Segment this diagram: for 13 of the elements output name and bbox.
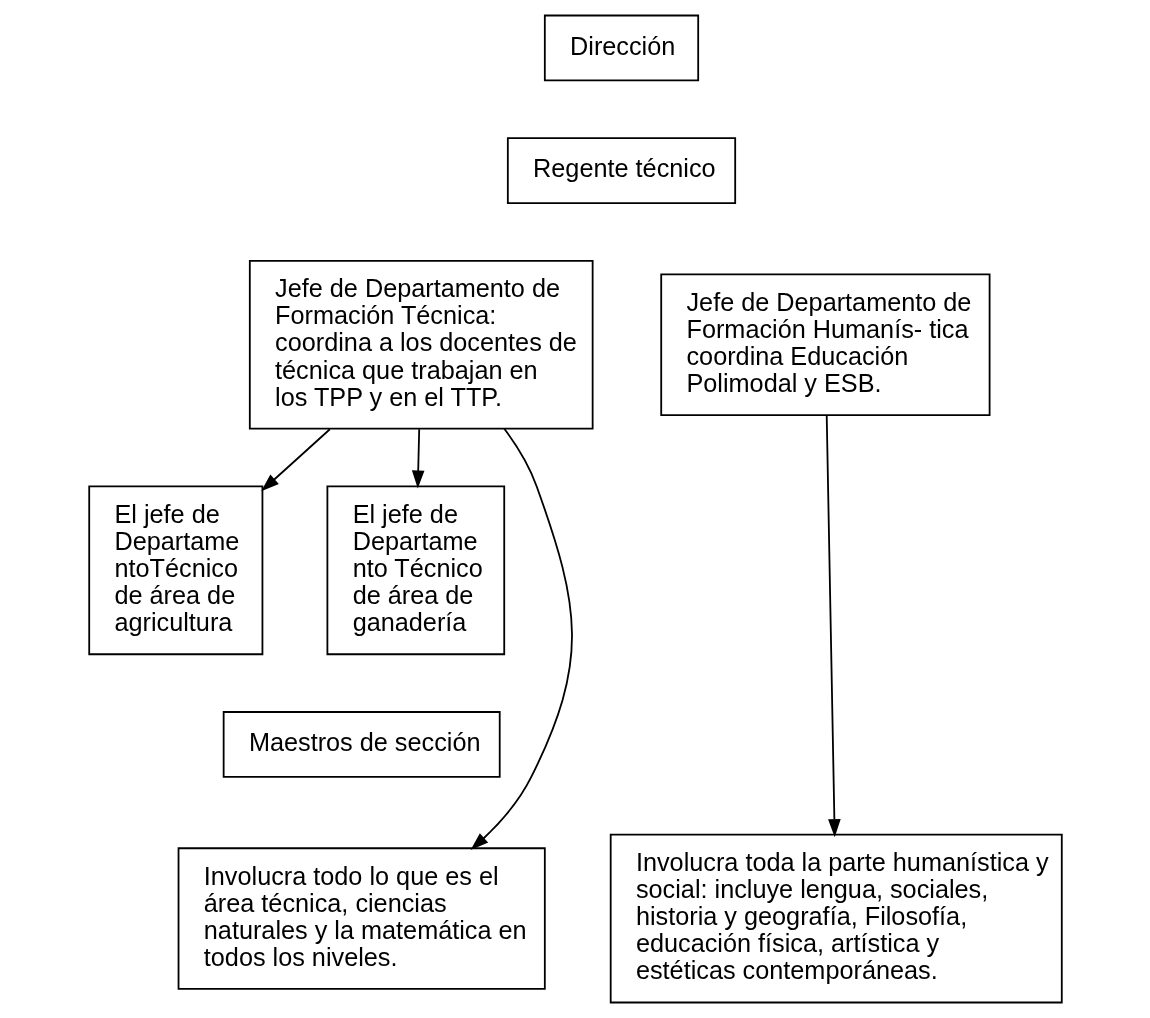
arrow [260, 428, 331, 492]
node-box: Involucra todo lo que es el área técnica, ciencias naturales y la matemática en todos los niveles. [177, 847, 546, 990]
node-box: El jefe de Departame nto Técnico de área de ganadería [326, 485, 505, 656]
node-box: Jefe de Departamento de Formación Técnica: coordina a los docentes de técnica que trabajan en los TPP y en el TTP. [248, 260, 594, 430]
arrow [470, 427, 573, 850]
node-box: Involucra toda la parte humanística y social: incluye lengua, sociales, historia y geografía, Filosofía, educación física, artística y estéticas contemporáneas. [609, 833, 1063, 1004]
node-box: Jefe de Departamento de Formación Humanís- tica coordina Educación Polimodal y ESB. [659, 273, 990, 417]
node-box: Regente técnico [506, 137, 736, 205]
node-box: El jefe de Departame ntoTécnico de área de agricultura [87, 485, 263, 656]
arrow [825, 414, 841, 838]
arrow [411, 428, 425, 489]
node-box: Maestros de sección [222, 711, 501, 778]
node-box: Dirección [543, 14, 699, 82]
